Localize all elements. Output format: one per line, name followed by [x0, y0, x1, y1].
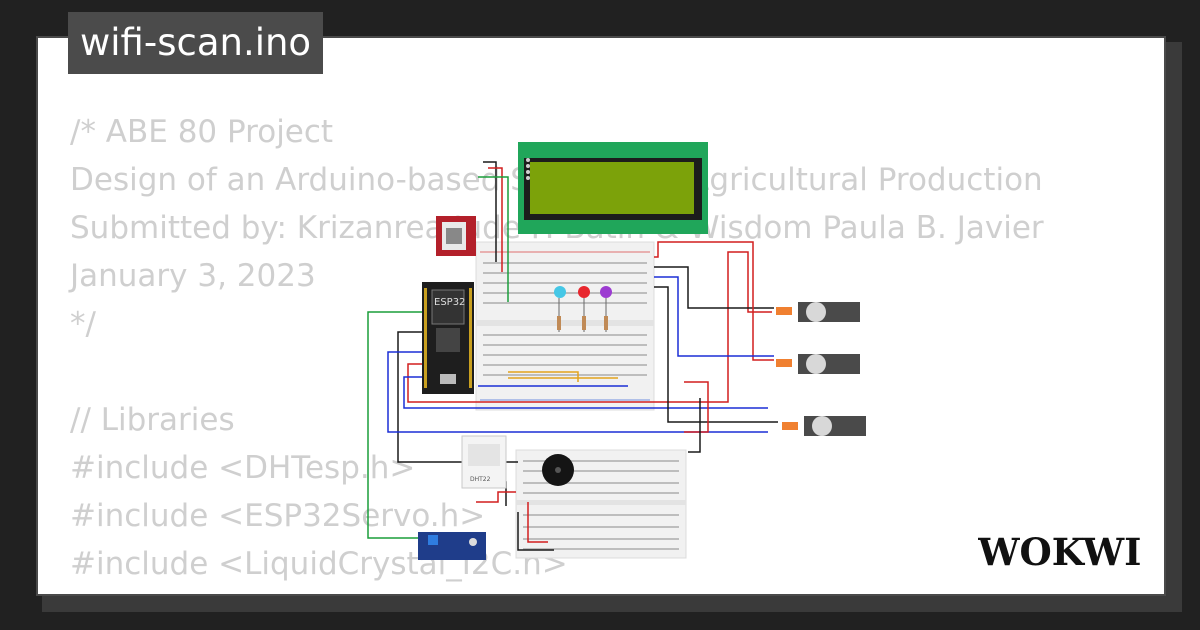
code-line: /* ABE 80 Project: [70, 114, 334, 150]
wokwi-logo-text: WOKWI: [978, 530, 1141, 574]
servo-1: [776, 302, 860, 322]
code-line: #include <DHTesp.h>: [70, 450, 416, 486]
breadboard-top: [475, 241, 655, 411]
servo-3: [782, 416, 866, 436]
code-line: // Libraries: [70, 402, 235, 438]
servo-2: [776, 354, 860, 374]
dht22-sensor: DHT22: [461, 435, 507, 489]
code-line: January 3, 2023: [70, 258, 316, 294]
code-line: */: [70, 306, 96, 342]
breadboard-bottom: [515, 449, 687, 559]
code-line: #include <ESP32Servo.h>: [70, 498, 486, 534]
led-cyan: [554, 286, 566, 332]
code-line: #include <WiFi.h>: [70, 588, 1044, 594]
led-group: [554, 286, 612, 332]
wokwi-logo: WOKWI: [978, 530, 1141, 574]
buzzer: [542, 454, 574, 486]
esp32-board: ESP32: [422, 282, 474, 394]
sensor-module: [418, 532, 486, 560]
sd-card-module: [436, 216, 476, 256]
file-title: wifi-scan.ino: [68, 12, 324, 74]
esp32-label: ESP32: [434, 297, 465, 308]
lcd-display: [518, 142, 708, 234]
circuit-diagram: ESP32: [367, 142, 866, 560]
code-line: #include <LiquidCrystal_I2C.h>: [70, 546, 568, 582]
led-red: [578, 286, 590, 332]
dht22-label: DHT22: [470, 476, 491, 483]
code-line: Submitted by: Krizanrea Jude P. Batin & …: [70, 210, 1044, 246]
led-purple: [600, 286, 612, 332]
